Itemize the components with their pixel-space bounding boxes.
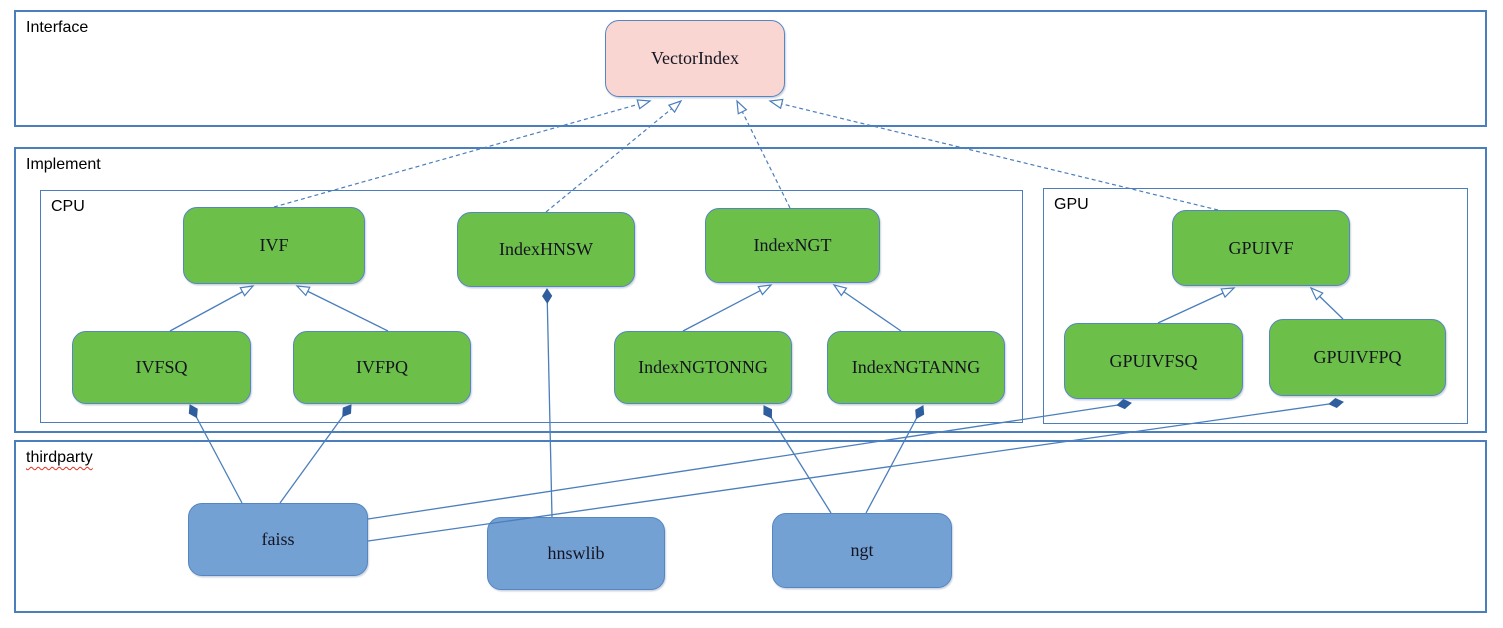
node-ivf-label: IVF	[259, 235, 289, 255]
node-indexhnsw-label: IndexHNSW	[499, 239, 593, 259]
node-faiss-label: faiss	[261, 529, 295, 549]
node-ivf[interactable]: IVF	[183, 207, 365, 284]
section-implement-label: Implement	[26, 156, 101, 173]
node-hnswlib[interactable]: hnswlib	[487, 517, 665, 590]
node-gpuivf[interactable]: GPUIVF	[1172, 210, 1350, 286]
node-ngt[interactable]: ngt	[772, 513, 952, 588]
section-gpu-label: GPU	[1054, 196, 1089, 213]
section-thirdparty-label: thirdparty	[26, 449, 93, 466]
section-interface-label: Interface	[26, 19, 89, 36]
node-gpuivfsq[interactable]: GPUIVFSQ	[1064, 323, 1243, 399]
node-indexngtonng-label: IndexNGTONNG	[638, 357, 768, 377]
node-gpuivfpq[interactable]: GPUIVFPQ	[1269, 319, 1446, 396]
node-ivfpq-label: IVFPQ	[355, 357, 408, 377]
section-cpu-label: CPU	[51, 198, 85, 215]
node-faiss[interactable]: faiss	[188, 503, 368, 576]
node-ivfsq[interactable]: IVFSQ	[72, 331, 251, 404]
node-gpuivfsq-label: GPUIVFSQ	[1109, 350, 1198, 371]
node-ivfsq-label: IVFSQ	[135, 357, 188, 377]
node-indexhnsw[interactable]: IndexHNSW	[457, 212, 635, 287]
node-indexngt-label: IndexNGT	[753, 235, 832, 255]
node-ngt-label: ngt	[850, 540, 874, 560]
node-indexngt[interactable]: IndexNGT	[705, 208, 880, 283]
node-vectorindex-label: VectorIndex	[651, 48, 739, 68]
node-indexngtanng[interactable]: IndexNGTANNG	[827, 331, 1005, 404]
node-ivfpq[interactable]: IVFPQ	[293, 331, 471, 404]
node-indexngtanng-label: IndexNGTANNG	[851, 357, 981, 377]
node-indexngtonng[interactable]: IndexNGTONNG	[614, 331, 792, 404]
node-hnswlib-label: hnswlib	[547, 543, 605, 563]
node-gpuivf-label: GPUIVF	[1228, 237, 1294, 258]
node-gpuivfpq-label: GPUIVFPQ	[1313, 347, 1402, 367]
node-vectorindex[interactable]: VectorIndex	[605, 20, 785, 97]
